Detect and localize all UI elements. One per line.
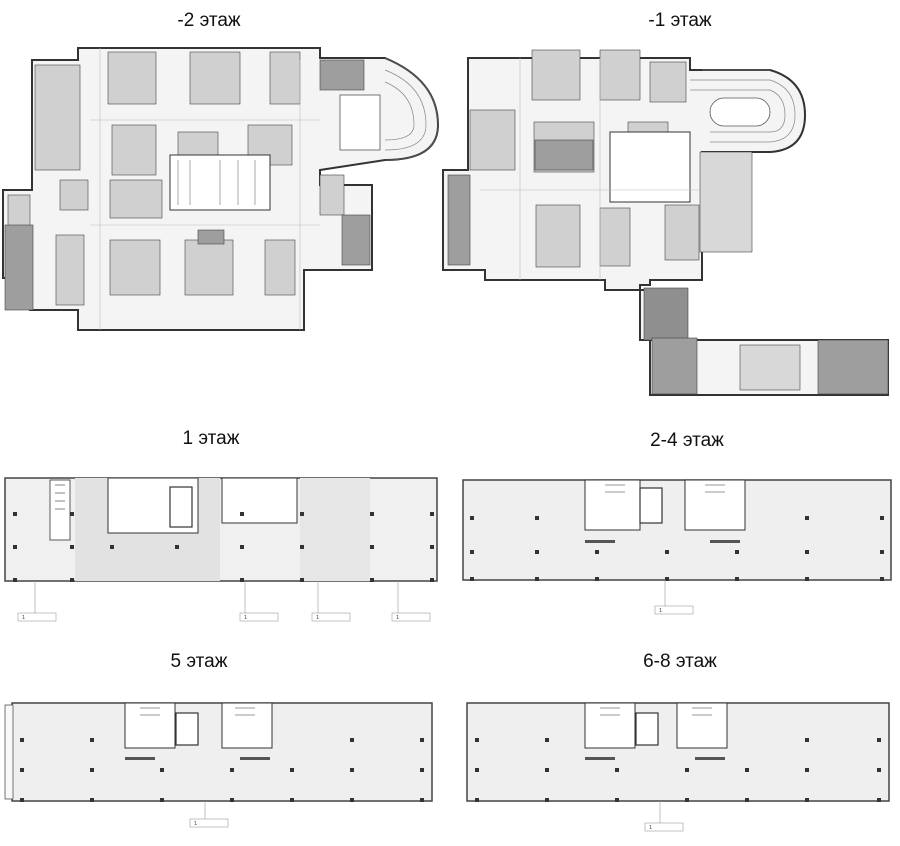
- floor-title-minus-1: -1 этаж: [648, 10, 712, 31]
- floor-title-2-4: 2-4 этаж: [650, 430, 724, 451]
- floor-title-5: 5 этаж: [170, 651, 228, 672]
- floor-plan-6-8: 1: [455, 693, 900, 843]
- floor-plan-minus-1: [440, 40, 890, 400]
- room-label-4: 1: [396, 615, 399, 621]
- floor-title-6-8: 6-8 этаж: [643, 651, 717, 672]
- room-label-3: 1: [316, 615, 319, 621]
- floor-title-1: 1 этаж: [182, 428, 240, 449]
- floor-plan-5: 1: [0, 693, 445, 838]
- room-label-1: 1: [22, 615, 25, 621]
- floor-title-minus-2: -2 этаж: [177, 10, 241, 31]
- room-label-2-4: 1: [659, 608, 662, 614]
- room-label-6-8: 1: [649, 825, 652, 831]
- floor-plan-minus-2: [0, 40, 440, 340]
- room-label-5: 1: [194, 821, 197, 827]
- room-label-2: 1: [244, 615, 247, 621]
- floor-plan-1: 1 1 1 1: [0, 465, 445, 630]
- floor-plan-2-4: 1: [455, 470, 900, 625]
